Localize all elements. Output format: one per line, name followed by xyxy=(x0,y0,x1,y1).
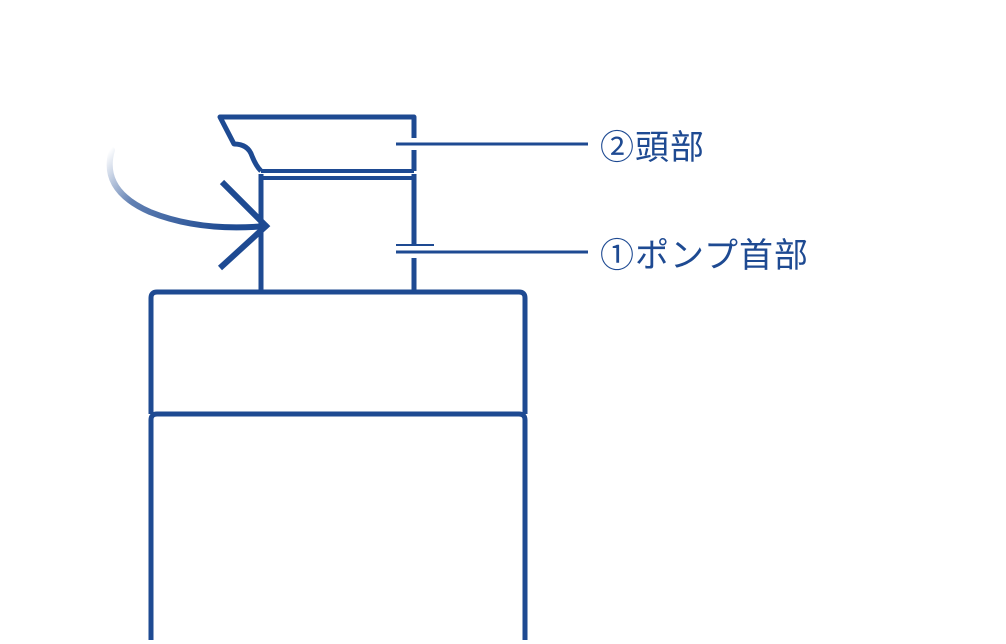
pump-head xyxy=(217,114,417,173)
label-head: ②頭部 xyxy=(600,128,705,168)
bottle-body xyxy=(148,411,528,642)
pump-neck xyxy=(258,174,417,292)
label-pump-neck: ①ポンプ首部 xyxy=(600,236,809,276)
bottle-shoulder xyxy=(148,289,528,414)
curved-arrow-right-icon xyxy=(106,147,271,271)
